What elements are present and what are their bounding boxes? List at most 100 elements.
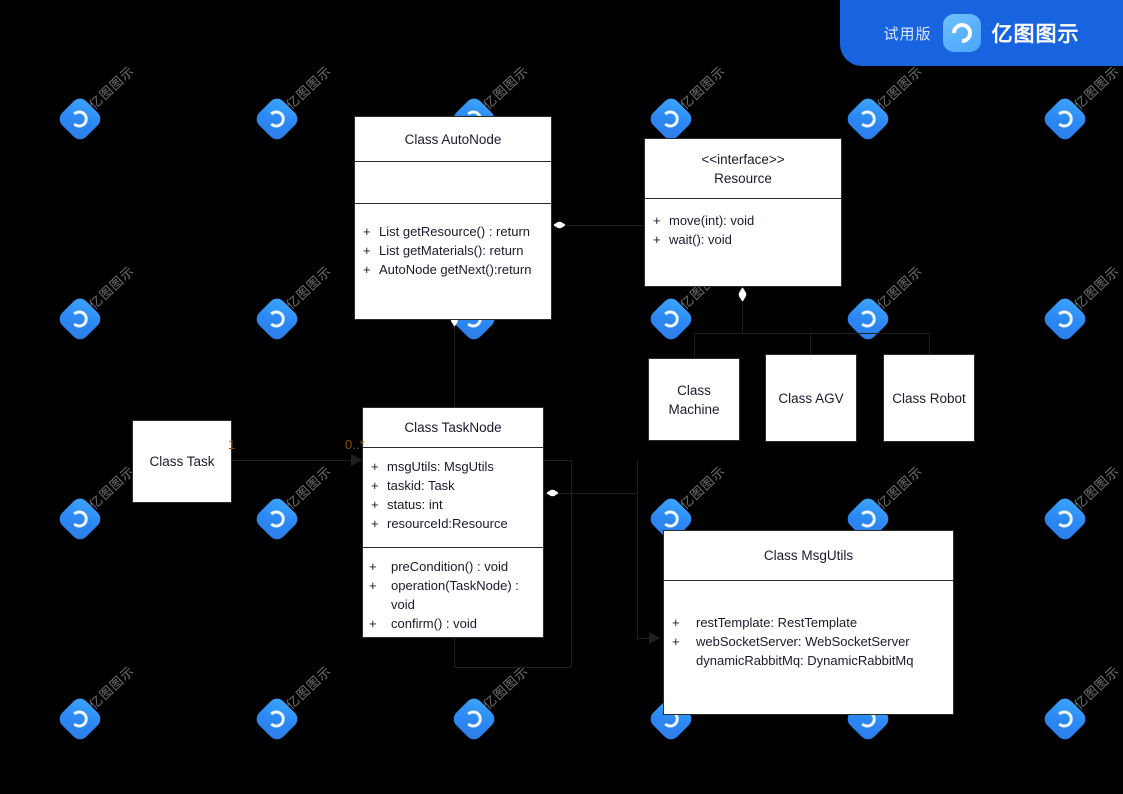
visibility-marker: + bbox=[371, 478, 379, 493]
member-row: + resourceId:Resource bbox=[371, 514, 537, 533]
class-box-agv[interactable]: Class AGV bbox=[765, 354, 857, 442]
visibility-marker: + bbox=[369, 559, 377, 574]
member-row: + operation(TaskNode) : void bbox=[369, 576, 537, 614]
member-row: + status: int bbox=[371, 495, 537, 514]
connector-tasknode-selfloop-bottom bbox=[454, 667, 571, 668]
watermark-text: 亿图图示 bbox=[1071, 263, 1123, 313]
connector-task-tasknode bbox=[232, 460, 360, 461]
aggregation-diamond-resource-bus bbox=[738, 287, 747, 302]
connector-tasknode-msgutils-seg3 bbox=[637, 638, 660, 639]
autonode-methods-section: + List getResource() : return + List get… bbox=[355, 203, 551, 319]
watermark-text: 亿图图示 bbox=[1071, 63, 1123, 113]
machine-title-line2: Machine bbox=[668, 401, 720, 417]
class-box-tasknode[interactable]: Class TaskNode + msgUtils: MsgUtils + ta… bbox=[362, 407, 544, 638]
tasknode-methods: + preCondition() : void + operation(Task… bbox=[363, 548, 543, 637]
tasknode-title: Class TaskNode bbox=[404, 420, 502, 435]
edraw-watermark-logo-icon bbox=[1040, 294, 1090, 344]
member-label: confirm() : void bbox=[391, 616, 477, 631]
multiplicity-task-source: 1 bbox=[228, 437, 236, 452]
connector-tasknode-selfloop-left bbox=[454, 638, 455, 667]
member-row: + AutoNode getNext():return bbox=[363, 260, 545, 279]
connector-resource-bus-stem bbox=[742, 301, 743, 333]
msgutils-attributes: + restTemplate: RestTemplate + webSocket… bbox=[664, 581, 953, 674]
class-box-robot[interactable]: Class Robot bbox=[883, 354, 975, 442]
visibility-marker: + bbox=[653, 213, 661, 228]
connector-tasknode-msgutils-seg2 bbox=[637, 460, 638, 638]
msgutils-attributes-section: + restTemplate: RestTemplate + webSocket… bbox=[664, 580, 953, 715]
watermark-mark: 亿图图示 bbox=[1040, 464, 1123, 544]
multiplicity-tasknode-target: 0..* bbox=[345, 437, 365, 452]
member-label: List getMaterials(): return bbox=[379, 243, 524, 258]
connector-autonode-resource bbox=[566, 225, 644, 226]
class-box-task[interactable]: Class Task bbox=[132, 420, 232, 503]
visibility-marker: + bbox=[369, 578, 377, 593]
edraw-watermark-logo-icon bbox=[646, 294, 696, 344]
machine-title-line1: Class bbox=[677, 382, 711, 398]
visibility-marker: + bbox=[369, 616, 377, 631]
machine-title: Class Machine bbox=[649, 359, 739, 440]
member-label: msgUtils: MsgUtils bbox=[387, 459, 494, 474]
watermark-text: 亿图图示 bbox=[283, 463, 335, 513]
watermark-text: 亿图图示 bbox=[677, 63, 729, 113]
class-box-msgutils[interactable]: Class MsgUtils + restTemplate: RestTempl… bbox=[663, 530, 954, 715]
visibility-marker: + bbox=[371, 497, 379, 512]
watermark-text: 亿图图示 bbox=[874, 63, 926, 113]
trial-version-badge[interactable]: 试用版 亿图图示 bbox=[840, 0, 1123, 66]
member-label: operation(TaskNode) : void bbox=[391, 578, 519, 612]
edraw-watermark-logo-icon bbox=[252, 494, 302, 544]
connector-autonode-tasknode bbox=[454, 326, 455, 407]
connector-bus-to-robot bbox=[929, 333, 930, 358]
class-box-resource[interactable]: <<interface>> Resource + move(int): void… bbox=[644, 138, 842, 287]
watermark-mark: 亿图图示 bbox=[55, 664, 183, 744]
edraw-watermark-logo-icon bbox=[55, 94, 105, 144]
edraw-watermark-logo-icon bbox=[1040, 494, 1090, 544]
trial-label: 试用版 bbox=[883, 24, 932, 43]
association-arrow-tasknode-msgutils bbox=[649, 632, 660, 644]
class-box-machine[interactable]: Class Machine bbox=[648, 358, 740, 441]
agv-title: Class AGV bbox=[778, 390, 844, 406]
class-box-autonode[interactable]: Class AutoNode + List getResource() : re… bbox=[354, 116, 552, 320]
visibility-marker: + bbox=[672, 615, 680, 630]
watermark-text: 亿图图示 bbox=[86, 663, 138, 713]
member-row: + List getMaterials(): return bbox=[363, 241, 545, 260]
visibility-marker: + bbox=[363, 224, 371, 239]
member-row: dynamicRabbitMq: DynamicRabbitMq bbox=[672, 651, 947, 670]
resource-title: <<interface>> Resource bbox=[645, 139, 841, 198]
watermark-text: 亿图图示 bbox=[480, 63, 532, 113]
visibility-marker: + bbox=[653, 232, 661, 247]
connector-bus-to-agv bbox=[810, 333, 811, 358]
visibility-marker: + bbox=[363, 262, 371, 277]
edraw-watermark-logo-icon bbox=[646, 94, 696, 144]
robot-title: Class Robot bbox=[892, 390, 966, 406]
edraw-watermark-logo-icon bbox=[252, 294, 302, 344]
watermark-text: 亿图图示 bbox=[1071, 463, 1123, 513]
watermark-text: 亿图图示 bbox=[874, 263, 926, 313]
watermark-mark: 亿图图示 bbox=[55, 264, 183, 344]
watermark-text: 亿图图示 bbox=[283, 63, 335, 113]
watermark-text: 亿图图示 bbox=[283, 263, 335, 313]
autonode-title: Class AutoNode bbox=[404, 131, 502, 147]
brand-name-label: 亿图图示 bbox=[991, 22, 1080, 46]
watermark-mark: 亿图图示 bbox=[449, 664, 577, 744]
association-arrow-task-tasknode bbox=[351, 454, 362, 466]
member-row: + move(int): void bbox=[653, 211, 835, 230]
visibility-marker: + bbox=[672, 634, 680, 649]
member-row: + wait(): void bbox=[653, 230, 835, 249]
resource-stereotype: <<interface>> bbox=[701, 151, 785, 167]
msgutils-title: Class MsgUtils bbox=[763, 548, 854, 563]
edraw-watermark-logo-icon bbox=[55, 294, 105, 344]
watermark-text: 亿图图示 bbox=[86, 263, 138, 313]
watermark-text: 亿图图示 bbox=[86, 463, 138, 513]
connector-bus-to-machine bbox=[694, 333, 695, 358]
member-label: restTemplate: RestTemplate bbox=[696, 615, 858, 630]
autonode-title-section: Class AutoNode bbox=[355, 117, 551, 161]
member-row: + preCondition() : void bbox=[369, 557, 537, 576]
connector-tasknode-selfloop-right bbox=[571, 460, 572, 667]
watermark-mark: 亿图图示 bbox=[1040, 664, 1123, 744]
aggregation-diamond-tasknode-msgutils bbox=[546, 489, 559, 497]
resource-methods-section: + move(int): void + wait(): void bbox=[645, 198, 841, 287]
aggregation-diamond-autonode-resource bbox=[553, 221, 566, 229]
resource-title-section: <<interface>> Resource bbox=[645, 139, 841, 198]
member-label: wait(): void bbox=[669, 232, 732, 247]
